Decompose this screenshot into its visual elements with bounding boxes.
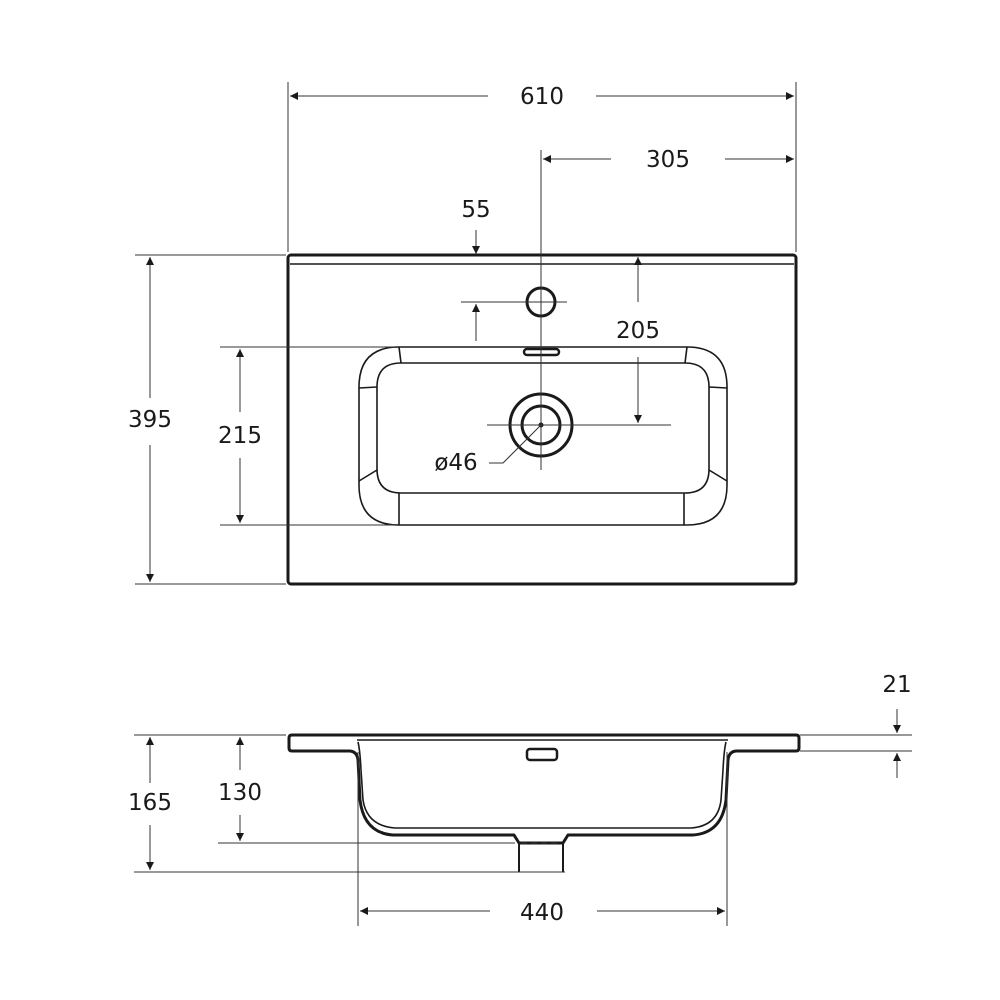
basin-top-outline <box>286 253 798 586</box>
dim-half-width: 305 <box>646 147 690 173</box>
dim-overall-depth: 395 <box>128 407 172 433</box>
dim-tap-hole-offset: 55 <box>461 197 490 223</box>
bowl-inner-outline <box>376 362 710 494</box>
dim-bowl-width: 440 <box>520 900 564 926</box>
bowl-inner-profile <box>357 741 727 829</box>
overflow-slot-side <box>525 747 559 762</box>
dim-drain-diameter: ø46 <box>434 450 477 476</box>
top-view: 610 305 55 205 395 215 ø46 <box>128 82 798 586</box>
dim-drain-offset: 205 <box>616 318 660 344</box>
dim-bowl-height: 130 <box>218 780 262 806</box>
dim-bowl-depth: 215 <box>218 423 262 449</box>
dim-overall-height: 165 <box>128 790 172 816</box>
side-view: 21 165 130 440 <box>128 672 912 926</box>
dim-overall-width: 610 <box>520 84 564 110</box>
dim-rim-thickness: 21 <box>882 672 911 698</box>
bowl-outer-outline <box>358 346 728 526</box>
